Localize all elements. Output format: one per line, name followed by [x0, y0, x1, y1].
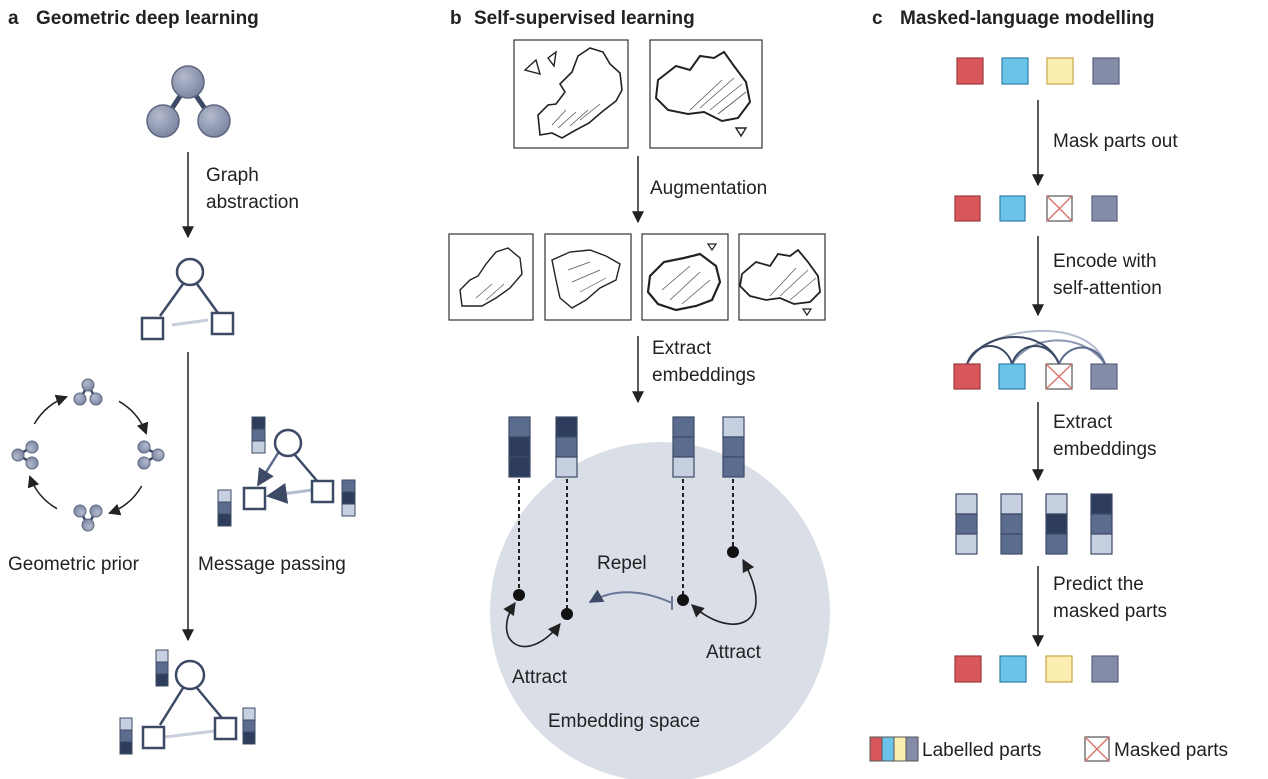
predict-line1: Predict the	[1053, 574, 1144, 595]
abstract-graph	[140, 257, 235, 341]
embedding-points	[513, 546, 739, 620]
rotation-arrow	[33, 394, 68, 425]
augmented-view-2	[544, 233, 632, 321]
self-attention-arcs	[966, 329, 1106, 365]
mask-parts-out-label: Mask parts out	[1053, 131, 1178, 152]
augmentation-label: Augmentation	[650, 178, 767, 199]
rotation-arrow	[118, 400, 149, 435]
projection-lines	[518, 479, 734, 612]
augmented-view-3	[641, 233, 729, 321]
attract-left-arrow	[503, 601, 561, 648]
attract-right-arrow	[691, 558, 757, 625]
attract-right-label: Attract	[706, 642, 762, 663]
extract-embeddings-b-line1: Extract	[652, 338, 712, 359]
embedded-graph	[119, 649, 256, 755]
repel-arrow	[588, 589, 673, 604]
molecule-icon	[146, 65, 231, 138]
extract-embeddings-c-line2: embeddings	[1053, 439, 1157, 460]
panel-b: b Self-supervised learning Augmentation	[448, 8, 830, 779]
labelled-parts-legend-icon	[869, 736, 919, 762]
geometric-prior-cycle	[11, 378, 165, 532]
token-row-masked	[954, 195, 1118, 222]
augmented-view-4	[738, 233, 826, 321]
message-passing-label: Message passing	[198, 554, 346, 575]
geometric-prior-label: Geometric prior	[8, 554, 140, 575]
graph-abstraction-line2: abstraction	[206, 192, 299, 213]
predict-line2: masked parts	[1053, 601, 1167, 622]
legend: Labelled parts Masked parts	[869, 736, 1228, 762]
encode-line1: Encode with	[1053, 251, 1157, 272]
panel-b-title: Self-supervised learning	[474, 8, 695, 29]
panel-c: c Masked-language modelling Mask parts o…	[869, 8, 1228, 762]
masked-parts-label: Masked parts	[1114, 740, 1228, 761]
encode-line2: self-attention	[1053, 278, 1162, 299]
small-molecule-icon	[137, 440, 165, 470]
graph-abstraction-line1: Graph	[206, 165, 259, 186]
panel-a-title: Geometric deep learning	[36, 8, 259, 29]
augmented-view-1	[448, 233, 534, 321]
small-molecule-icon	[11, 440, 39, 470]
masked-parts-legend-icon	[1084, 736, 1110, 762]
australia-map-image	[649, 39, 763, 149]
token-embeddings	[955, 493, 1113, 555]
small-molecule-icon	[73, 504, 103, 532]
embedding-vector-4	[722, 416, 745, 478]
token-row-predicted	[954, 655, 1119, 683]
masked-token-icon	[1046, 195, 1073, 222]
extract-embeddings-c-line1: Extract	[1053, 412, 1113, 433]
token-row-encoded	[953, 363, 1118, 390]
small-molecule-icon	[73, 378, 103, 406]
embedding-vector-1	[508, 416, 531, 478]
rotation-arrow	[27, 475, 58, 510]
panel-c-title: Masked-language modelling	[900, 8, 1154, 29]
message-passing-graph	[217, 416, 356, 527]
panel-a: a Geometric deep learning Graph abstract…	[8, 8, 356, 755]
embedding-space-region	[490, 442, 830, 779]
panel-b-letter: b	[450, 8, 462, 29]
embedding-vector-3	[672, 416, 695, 478]
europe-map-image	[513, 39, 629, 149]
panel-a-letter: a	[8, 8, 19, 29]
attract-left-label: Attract	[512, 667, 568, 688]
labelled-parts-label: Labelled parts	[922, 740, 1041, 761]
extract-embeddings-b-line2: embeddings	[652, 365, 756, 386]
token-row-input	[956, 57, 1120, 85]
embedding-space-label: Embedding space	[548, 711, 700, 732]
rotation-arrow	[108, 485, 143, 516]
embedding-vector-2	[555, 416, 578, 478]
panel-c-letter: c	[872, 8, 883, 29]
repel-label: Repel	[597, 553, 647, 574]
